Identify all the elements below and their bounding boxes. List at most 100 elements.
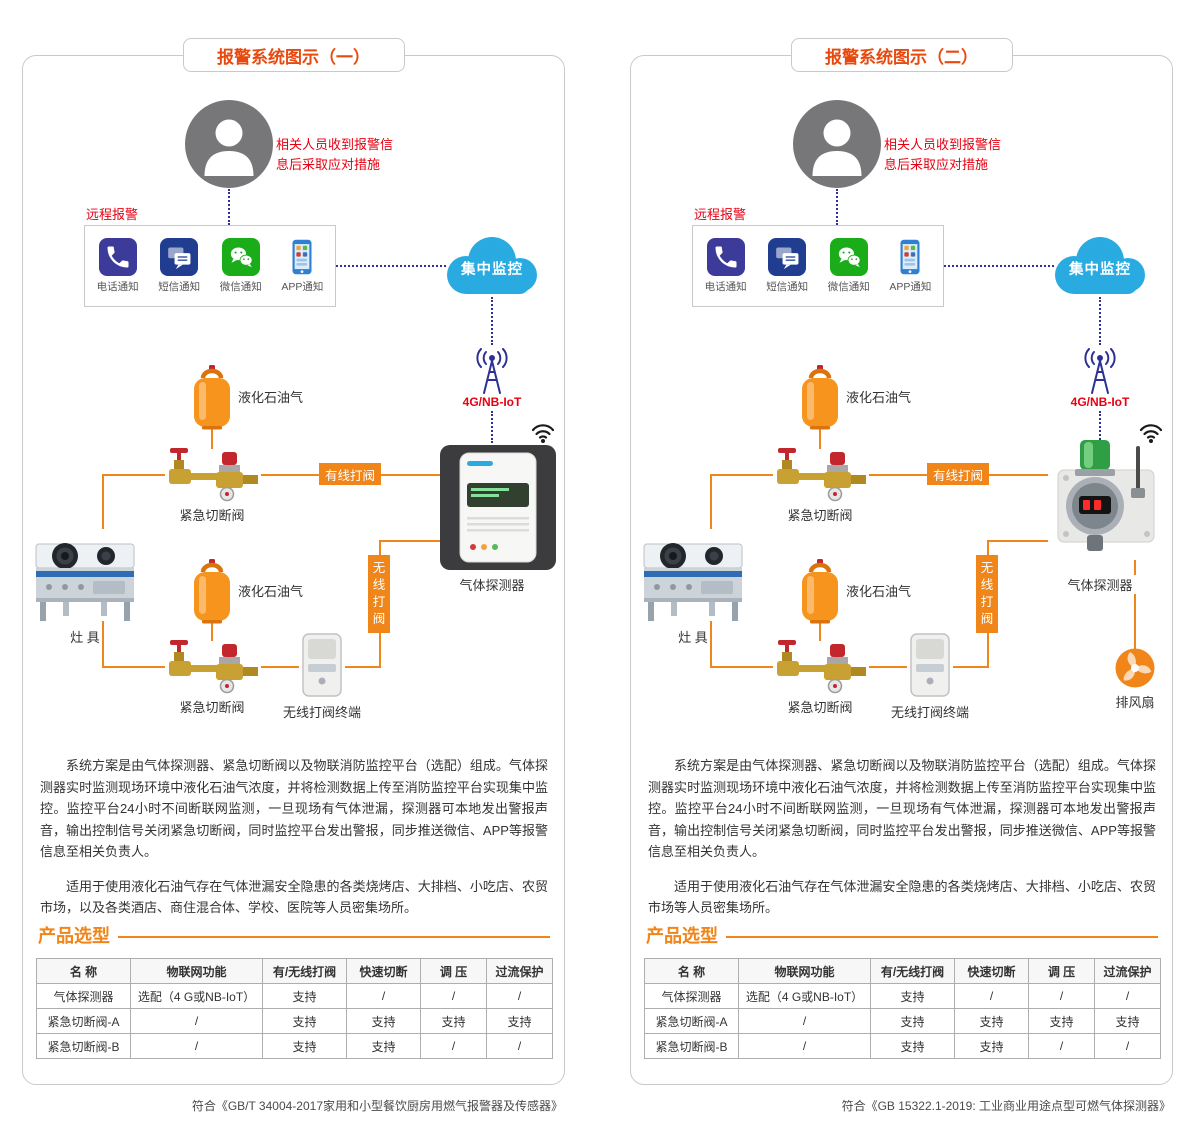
stove-icon xyxy=(35,528,135,623)
gas-cylinder-icon xyxy=(798,365,842,431)
person-note: 相关人员收到报警信 息后采取应对措施 xyxy=(884,137,1002,173)
pipe-terminal-to-elbow xyxy=(953,666,989,668)
notify-item: 微信通知 xyxy=(820,238,878,294)
table-cell: / xyxy=(954,983,1029,1009)
dotted-connector-notify-to-cloud xyxy=(944,265,1054,267)
notify-box: 电话通知 短信通知 xyxy=(692,225,944,307)
wireless-valve-tag: 无线打阀 xyxy=(368,555,390,633)
table-cell: 支持 xyxy=(262,1033,347,1059)
terminal-label: 无线打阀终端 xyxy=(890,705,969,720)
sms-icon xyxy=(768,238,807,276)
gas-cylinder-icon xyxy=(190,365,234,431)
table-cell: / xyxy=(130,1033,263,1059)
detector-label: 气体探测器 xyxy=(437,575,547,594)
table-cell: 支持 xyxy=(954,1008,1029,1034)
dotted-connector-person-to-notify xyxy=(228,189,230,225)
dotted-connector-cloud-to-antenna xyxy=(491,297,493,345)
table-header-cell: 物联网功能 xyxy=(738,958,871,984)
shutoff-valve-image xyxy=(165,640,261,694)
table-cell: / xyxy=(130,1008,263,1034)
app-icon xyxy=(891,238,929,276)
table-cell: 支持 xyxy=(870,1033,955,1059)
shutoff-valve-image xyxy=(773,448,869,502)
table-cell: / xyxy=(420,1033,487,1059)
table-cell: 紧急切断阀-B xyxy=(36,1033,131,1059)
table-cell: / xyxy=(738,1008,871,1034)
cloud-icon: 集中监控 xyxy=(438,231,546,305)
table-cell: / xyxy=(346,983,421,1009)
table-cell: 紧急切断阀-B xyxy=(644,1033,739,1059)
description: 系统方案是由气体探测器、紧急切断阀以及物联消防监控平台（选配）组成。气体探测器实… xyxy=(40,755,548,932)
product-table: 名 称 物联网功能 有/无线打阀 快速切断 调 压 过流保护 气体探测器 选配（… xyxy=(36,958,553,1059)
table-cell: / xyxy=(1094,983,1161,1009)
table-cell: / xyxy=(1028,1033,1095,1059)
table-cell: 紧急切断阀-A xyxy=(36,1008,131,1034)
notify-label: 短信通知 xyxy=(158,281,201,293)
notify-box: 电话通知 短信通知 xyxy=(84,225,336,307)
notify-label: 电话通知 xyxy=(96,281,139,293)
network-label: 4G/NB-IoT xyxy=(1070,395,1130,409)
cloud-label: 集中监控 xyxy=(1069,262,1131,278)
description-paragraph: 系统方案是由气体探测器、紧急切断阀以及物联消防监控平台（选配）组成。气体探测器实… xyxy=(648,758,1156,860)
cloud-label: 集中监控 xyxy=(461,262,523,278)
table-header-cell: 过流保护 xyxy=(486,958,553,984)
table-header-cell: 调 压 xyxy=(420,958,487,984)
table-cell: 支持 xyxy=(870,983,955,1009)
notify-label: 短信通知 xyxy=(766,281,809,293)
wireless-terminal-icon xyxy=(299,631,345,699)
table-cell: 支持 xyxy=(346,1008,421,1034)
notify-item: 微信通知 xyxy=(212,238,270,294)
stove-label: 灶 具 xyxy=(70,630,100,645)
person-note: 相关人员收到报警信 息后采取应对措施 xyxy=(276,137,394,173)
panel-title: 报警系统图示（二） xyxy=(825,47,978,67)
table-cell: 选配（4 G或NB-IoT） xyxy=(738,983,871,1009)
heading-rule xyxy=(118,935,550,938)
notify-item: 短信通知 xyxy=(150,238,208,294)
description: 系统方案是由气体探测器、紧急切断阀以及物联消防监控平台（选配）组成。气体探测器实… xyxy=(648,755,1156,932)
fan-label: 排风扇 xyxy=(1115,695,1155,710)
gas-cylinder-icon xyxy=(798,559,842,625)
pipe-valve2-to-terminal xyxy=(869,666,907,668)
table-header-row: 名 称 物联网功能 有/无线打阀 快速切断 调 压 过流保护 xyxy=(36,958,553,984)
detector-label: 气体探测器 xyxy=(1045,575,1155,594)
table-row: 气体探测器 选配（4 G或NB-IoT） 支持 / / / xyxy=(36,983,553,1009)
table-cell: / xyxy=(738,1033,871,1059)
remote-alarm-label: 远程报警 xyxy=(694,207,747,222)
gas-cylinder-icon xyxy=(190,559,234,625)
valve-label: 紧急切断阀 xyxy=(787,508,853,523)
table-cell: / xyxy=(420,983,487,1009)
gas-detector-image xyxy=(1050,440,1162,565)
wireless-valve-tag: 无线打阀 xyxy=(976,555,998,633)
notify-label: APP通知 xyxy=(889,281,932,293)
table-header-cell: 物联网功能 xyxy=(130,958,263,984)
antenna-icon xyxy=(470,348,514,394)
wifi-icon xyxy=(530,422,556,444)
description-paragraph: 系统方案是由气体探测器、紧急切断阀以及物联消防监控平台（选配）组成。气体探测器实… xyxy=(40,758,548,860)
valve-label: 紧急切断阀 xyxy=(179,700,245,715)
heading-rule xyxy=(726,935,1158,938)
shutoff-valve-image xyxy=(165,448,261,502)
pipe-stove-down xyxy=(102,621,104,667)
compliance-note: 符合《GB 15322.1-2019: 工业商业用途点型可燃气体探测器》 xyxy=(841,1099,1171,1113)
pipe-stove-down xyxy=(710,621,712,667)
table-row: 紧急切断阀-A / 支持 支持 支持 支持 xyxy=(36,1008,553,1034)
dotted-connector-notify-to-cloud xyxy=(336,265,446,267)
pipe-cylinder1-to-valve1 xyxy=(819,429,821,449)
notify-label: 电话通知 xyxy=(704,281,747,293)
table-header-row: 名 称 物联网功能 有/无线打阀 快速切断 调 压 过流保护 xyxy=(644,958,1161,984)
description-paragraph: 适用于使用液化石油气存在气体泄漏安全隐患的各类烧烤店、大排档、小吃店、农贸市场等… xyxy=(648,878,1156,916)
table-header-cell: 快速切断 xyxy=(346,958,421,984)
table-header-cell: 调 压 xyxy=(1028,958,1095,984)
pipe-valve1-left xyxy=(102,474,165,476)
compliance-note: 符合《GB/T 34004-2017家用和小型餐饮厨房用燃气报警器及传感器》 xyxy=(191,1099,563,1113)
table-cell: 支持 xyxy=(1094,1008,1161,1034)
table-cell: 支持 xyxy=(420,1008,487,1034)
pipe-corner-to-valve2 xyxy=(710,666,773,668)
pipe-cylinder1-to-valve1 xyxy=(211,429,213,449)
notify-item: 短信通知 xyxy=(758,238,816,294)
panel: 报警系统图示（二） 相关人员收到报警信 息后采取应对措施 远程报 xyxy=(630,38,1173,1128)
notify-item: APP通知 xyxy=(273,238,331,294)
table-cell: 支持 xyxy=(346,1033,421,1059)
product-table: 名 称 物联网功能 有/无线打阀 快速切断 调 压 过流保护 气体探测器 选配（… xyxy=(644,958,1161,1059)
network-label: 4G/NB-IoT xyxy=(462,395,522,409)
